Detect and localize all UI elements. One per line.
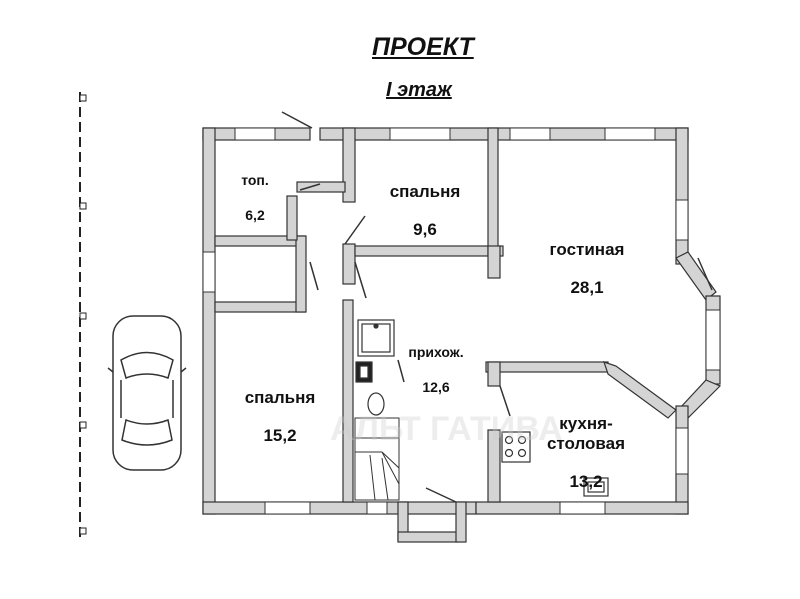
room-area: 13,2 (569, 471, 603, 491)
fence-line (79, 92, 87, 540)
car-icon (107, 315, 187, 471)
kitchen-fixtures (501, 431, 609, 497)
windows (202, 127, 721, 515)
room-area: 28,1 (570, 278, 604, 298)
floor-subtitle: I этаж (386, 79, 452, 101)
room-area: 12,6 (422, 378, 450, 395)
room-name: спальня (389, 182, 461, 202)
room-label-boiler: топ. 6,2 (225, 154, 285, 241)
room-label-kitchen: кухня- столовая 13,2 (534, 396, 638, 510)
room-name: кухня- столовая (546, 414, 626, 453)
room-name: прихож. (408, 344, 464, 361)
walls (202, 127, 722, 543)
doors (281, 111, 713, 503)
watermark: АЛЬТ ГАТИВА (330, 410, 563, 448)
room-area: 15,2 (263, 426, 297, 446)
staircase (354, 417, 400, 501)
room-label-bedroom-small: спальня 9,6 (380, 164, 470, 258)
room-name: гостиная (549, 240, 625, 260)
plan-title: ПРОЕКТ (372, 33, 474, 61)
room-name: спальня (244, 388, 316, 408)
room-area: 9,6 (413, 220, 437, 240)
bathroom-fixtures (355, 319, 395, 416)
room-label-living: гостиная 28,1 (535, 222, 639, 316)
room-label-bedroom-large: спальня 15,2 (232, 370, 328, 464)
room-label-hall: прихож. 12,6 (396, 326, 476, 413)
room-area: 6,2 (245, 206, 265, 223)
room-name: топ. (241, 172, 269, 189)
